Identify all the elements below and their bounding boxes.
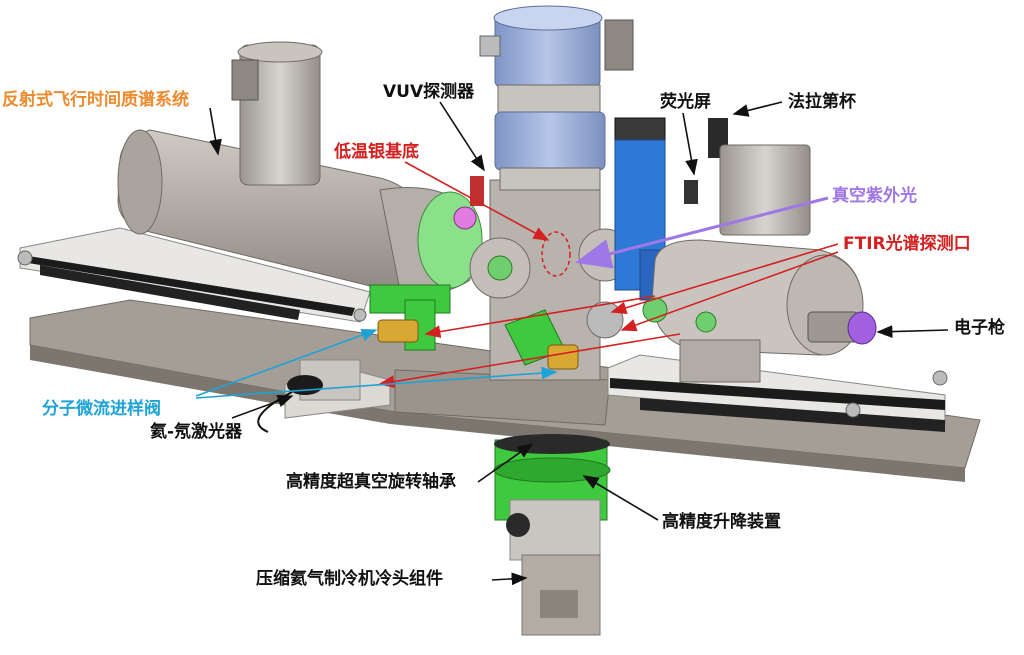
label-phosphor-screen: 荧光屏 xyxy=(660,92,711,112)
label-ftir-port: FTIR光谱探测口 xyxy=(843,234,971,254)
leader-ftir-2 xyxy=(620,251,839,332)
label-tof: 反射式飞行时间质谱系统 xyxy=(2,90,189,110)
label-cryocooler: 压缩氦气制冷机冷头组件 xyxy=(256,569,443,589)
left-rail xyxy=(17,227,371,323)
label-micro-valve: 分子微流进样阀 xyxy=(42,399,161,419)
leader-cryo xyxy=(491,572,528,586)
leader-ftir-1 xyxy=(610,243,839,314)
leader-vacuum-uv xyxy=(575,196,829,269)
label-faraday-cup: 法拉第杯 xyxy=(788,92,856,112)
leader-ftir-4 xyxy=(378,333,681,388)
leader-ftir-3 xyxy=(424,295,656,338)
leader-valve-1 xyxy=(195,328,378,397)
leader-lines xyxy=(195,101,949,586)
vuv-detector xyxy=(479,5,634,191)
label-vacuum-uv: 真空紫外光 xyxy=(832,186,917,206)
leader-valve-2 xyxy=(195,366,558,399)
leader-phosphor xyxy=(682,112,698,176)
label-lift-device: 高精度升降装置 xyxy=(662,512,781,532)
leader-tof xyxy=(209,107,222,156)
leader-bearing xyxy=(477,443,534,483)
leader-egun xyxy=(876,325,949,338)
leader-lift xyxy=(582,475,659,521)
micro-valve xyxy=(369,284,579,370)
label-vuv-detector: VUV探测器 xyxy=(383,82,475,102)
label-electron-gun: 电子枪 xyxy=(954,318,1005,338)
label-rotation-bearing: 高精度超真空旋转轴承 xyxy=(286,472,456,492)
base-plate xyxy=(29,299,981,482)
lift-assembly xyxy=(493,434,611,636)
label-silver-substrate: 低温银基底 xyxy=(334,142,419,162)
leader-laser xyxy=(231,394,294,419)
electron-gun-chamber xyxy=(642,144,877,383)
he-ne-laser xyxy=(257,359,391,433)
leader-silver xyxy=(404,161,550,241)
label-he-ne-laser: 氦-氖激光器 xyxy=(150,422,243,442)
silver-substrate-marker xyxy=(541,231,571,277)
leader-faraday xyxy=(732,101,783,117)
green-flange xyxy=(417,191,483,289)
leader-vuv xyxy=(439,101,485,172)
